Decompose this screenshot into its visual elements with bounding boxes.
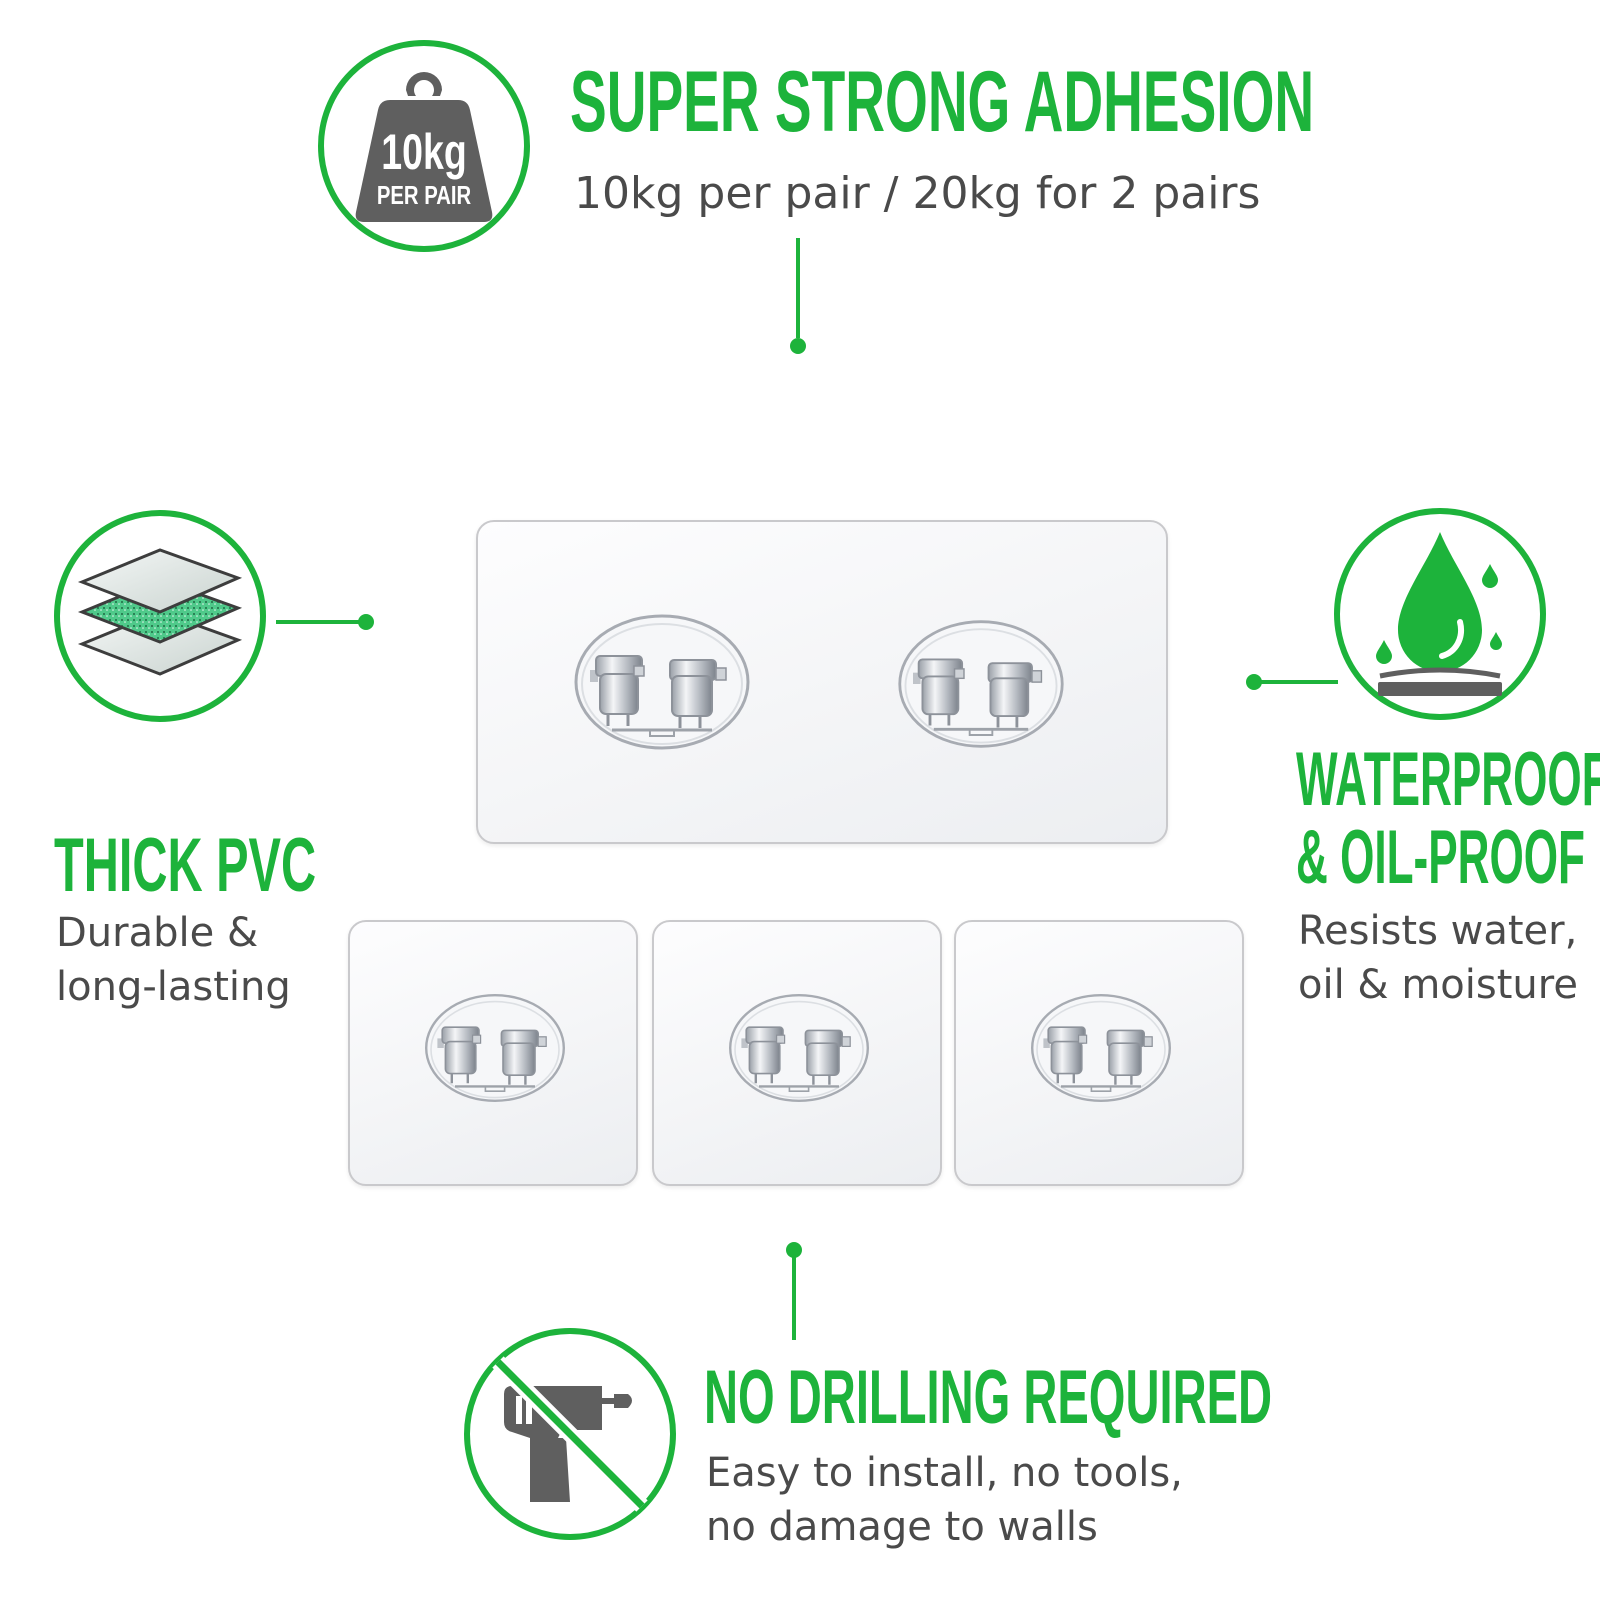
pvc-connector-dot xyxy=(358,614,374,630)
hook-clip xyxy=(572,612,752,752)
small-adhesive-pad xyxy=(348,920,638,1186)
pvc-line2: long-lasting xyxy=(56,964,291,1010)
waterproof-title-line2: & OIL-PROOF xyxy=(1296,815,1585,900)
pvc-connector-line xyxy=(276,620,366,624)
drilling-connector-line xyxy=(792,1250,796,1340)
pvc-title: THICK PVC xyxy=(54,823,317,908)
large-adhesive-pad xyxy=(476,520,1168,844)
drilling-title: NO DRILLING REQUIRED xyxy=(704,1355,1273,1440)
waterproof-line1: Resists water, xyxy=(1298,908,1578,954)
waterproof-connector-line xyxy=(1254,680,1338,684)
pvc-line1: Durable & xyxy=(56,910,259,956)
waterproof-title-line1: WATERPROOF xyxy=(1296,737,1600,822)
layers-icon xyxy=(77,548,243,676)
weight-value: 10kg xyxy=(381,124,467,180)
adhesion-connector-dot xyxy=(790,338,806,354)
no-drill-icon-circle xyxy=(464,1328,676,1540)
adhesion-connector-line xyxy=(796,238,800,338)
weight-icon-circle: 10kg PER PAIR xyxy=(318,40,530,252)
layers-icon-circle xyxy=(54,510,266,722)
hook-clip xyxy=(896,614,1066,754)
adhesion-subtitle: 10kg per pair / 20kg for 2 pairs xyxy=(574,168,1261,219)
drilling-line2: no damage to walls xyxy=(706,1504,1098,1550)
waterproof-line2: oil & moisture xyxy=(1298,962,1578,1008)
weight-icon xyxy=(355,72,493,222)
hook-clip xyxy=(1028,992,1174,1104)
water-drop-icon xyxy=(1376,532,1502,696)
drilling-line1: Easy to install, no tools, xyxy=(706,1450,1183,1496)
small-adhesive-pad xyxy=(652,920,942,1186)
waterproof-connector-dot xyxy=(1246,674,1262,690)
weight-unit: PER PAIR xyxy=(376,180,472,210)
water-icon-circle xyxy=(1334,508,1546,720)
hook-clip xyxy=(726,992,872,1104)
hook-clip xyxy=(422,992,568,1104)
adhesion-title: SUPER STRONG ADHESION xyxy=(570,54,1315,150)
no-drill-icon xyxy=(492,1356,648,1512)
small-adhesive-pad xyxy=(954,920,1244,1186)
